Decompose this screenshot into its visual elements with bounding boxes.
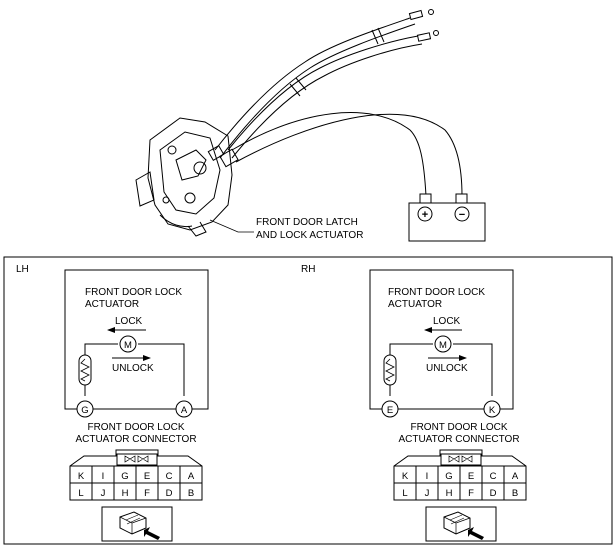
connector-pin-rh-r2-2: H: [446, 488, 453, 499]
motor-symbol-rh: M: [439, 340, 447, 351]
unlock-label-rh: UNLOCK: [426, 363, 468, 374]
panel-lh: LH FRONT DOOR LOCK ACTUATOR LOCK M UNLOC…: [16, 264, 209, 542]
connector-title-lh-line1: FRONT DOOR LOCK: [87, 422, 184, 433]
connector-pin-rh-r2-4: D: [490, 488, 497, 499]
connector-pin-rh-r1-0: K: [402, 471, 409, 482]
connector-pin-lh-r1-3: E: [144, 471, 150, 482]
connector-face-rh: [393, 449, 527, 501]
connector-view-icon-lh: [101, 506, 173, 542]
actuator-title-lh-line2: ACTUATOR: [85, 299, 139, 310]
battery-minus-symbol: −: [459, 209, 465, 221]
connector-pin-lh-r2-4: D: [166, 488, 173, 499]
connector-pin-lh-r1-4: C: [166, 471, 173, 482]
connector-pin-lh-r1-1: I: [102, 471, 105, 482]
resistor-zigzag-rh: [385, 358, 395, 382]
latch-illustration: [135, 9, 463, 237]
lock-label-lh: LOCK: [115, 316, 143, 327]
terminal-g-lh: [76, 400, 94, 418]
schematic-frame: [3, 256, 613, 545]
connector-pin-lh-r2-5: B: [188, 488, 194, 499]
connector-title-lh-line2: ACTUATOR CONNECTOR: [75, 434, 196, 445]
actuator-title-rh-line1: FRONT DOOR LOCK: [388, 287, 485, 298]
connector-face-lh: [69, 449, 203, 501]
connector-pin-rh-r1-3: E: [468, 471, 474, 482]
callout-leader: [209, 219, 254, 233]
terminal-e-rh: [381, 400, 399, 418]
connector-pin-rh-r2-5: B: [512, 488, 518, 499]
terminal-label-left-lh: G: [81, 405, 88, 416]
connector-pin-lh-r1-5: A: [188, 471, 195, 482]
actuator-title-lh-line1: FRONT DOOR LOCK: [85, 287, 182, 298]
connector-pin-rh-r1-1: I: [426, 471, 429, 482]
motor-symbol-lh: M: [124, 340, 132, 351]
latch-callout-line1: FRONT DOOR LATCH: [256, 217, 358, 228]
connector-title-rh-line1: FRONT DOOR LOCK: [410, 422, 507, 433]
circuit-wire-rh: [389, 343, 493, 396]
actuator-box-lh: [64, 269, 209, 410]
connector-view-icon-rh: [425, 506, 497, 542]
motor-lh: [119, 335, 137, 353]
connector-pin-rh-r2-1: J: [425, 488, 430, 499]
panel-rh: RH FRONT DOOR LOCK ACTUATOR LOCK M UNLOC…: [301, 264, 527, 542]
connector-pin-rh-r1-5: A: [512, 471, 519, 482]
connector-pin-lh-r1-2: G: [121, 471, 128, 482]
connector-pin-lh-r1-0: K: [78, 471, 85, 482]
latch-callout-line2: AND LOCK ACTUATOR: [256, 230, 363, 241]
connector-pin-lh-r2-0: L: [78, 488, 83, 499]
unlock-label-lh: UNLOCK: [112, 363, 154, 374]
battery-minus-terminal: [454, 206, 470, 222]
battery-plus-terminal: [417, 206, 433, 222]
lock-label-rh: LOCK: [433, 316, 461, 327]
resistor-zigzag-lh: [80, 358, 90, 382]
motor-rh: [434, 335, 452, 353]
terminal-label-right-lh: A: [181, 405, 188, 416]
connector-pin-lh-r2-3: F: [144, 488, 150, 499]
battery-plus-symbol: +: [422, 209, 428, 221]
circuit-wire-lh: [84, 343, 185, 396]
connector-pin-rh-r1-4: C: [490, 471, 497, 482]
terminal-a-lh: [175, 400, 193, 418]
connector-pin-lh-r2-2: H: [122, 488, 129, 499]
connector-pin-lh-r2-1: J: [101, 488, 106, 499]
side-label-lh: LH: [16, 264, 29, 275]
actuator-title-rh-line2: ACTUATOR: [388, 299, 442, 310]
connector-pin-rh-r2-0: L: [402, 488, 407, 499]
terminal-k-rh: [483, 400, 501, 418]
connector-title-rh-line2: ACTUATOR CONNECTOR: [398, 434, 519, 445]
battery: + −: [408, 193, 486, 242]
side-label-rh: RH: [301, 264, 315, 275]
terminal-label-right-rh: K: [489, 405, 496, 416]
terminal-label-left-rh: E: [387, 405, 393, 416]
actuator-box-rh: [369, 269, 514, 410]
connector-pin-rh-r2-3: F: [468, 488, 474, 499]
connector-pin-rh-r1-2: G: [445, 471, 452, 482]
